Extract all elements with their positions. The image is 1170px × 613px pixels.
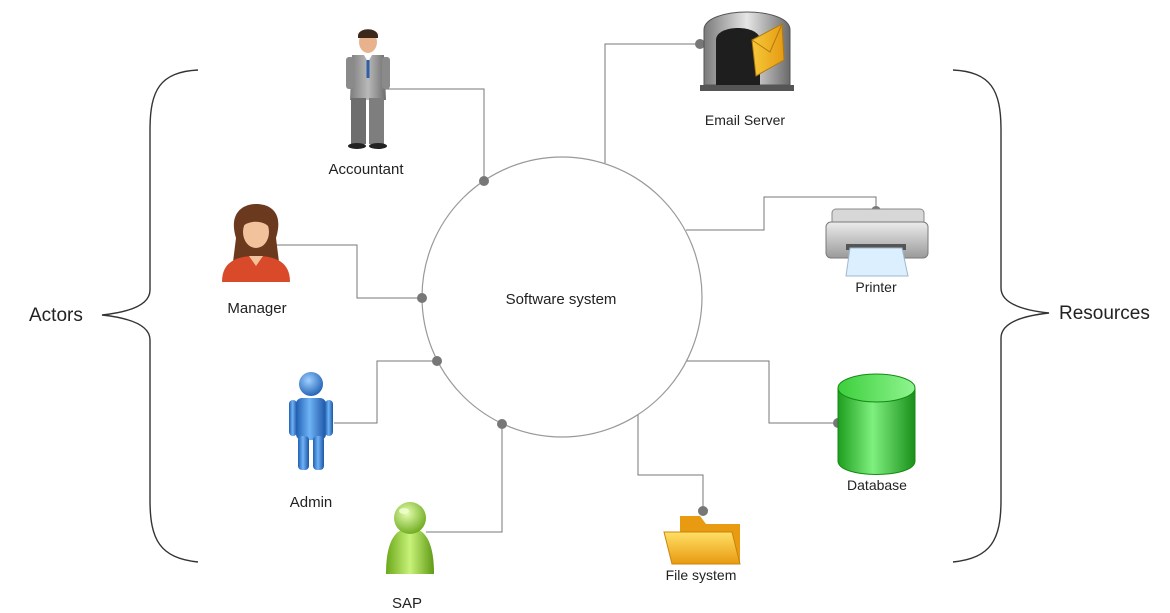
connector-accountant — [382, 88, 485, 181]
connector-database — [686, 360, 838, 424]
connector-file-system — [637, 414, 704, 511]
email-server-icon[interactable] — [700, 11, 794, 91]
connector-email-server — [604, 43, 700, 163]
actors-group-label: Actors — [29, 305, 83, 326]
file-system-icon[interactable] — [663, 516, 741, 565]
admin-label: Admin — [290, 494, 333, 511]
actors-brace — [101, 69, 199, 563]
file-system-label: File system — [666, 567, 737, 583]
port-accountant — [479, 176, 489, 186]
port-manager — [417, 293, 427, 303]
admin-icon[interactable] — [289, 372, 333, 470]
email-server-label: Email Server — [705, 112, 785, 128]
connector-printer — [686, 196, 877, 231]
accountant-label: Accountant — [328, 161, 404, 178]
software-system-label: Software system — [506, 291, 617, 308]
resources-group-label: Resources — [1059, 303, 1150, 324]
resources-brace — [952, 69, 1050, 563]
manager-label: Manager — [227, 300, 286, 317]
connector-admin — [334, 360, 437, 424]
port-admin — [432, 356, 442, 366]
connector-sap — [426, 424, 503, 533]
port-sap — [497, 419, 507, 429]
connector-manager — [272, 244, 422, 299]
database-icon[interactable] — [837, 373, 916, 475]
sap-label: SAP — [392, 595, 422, 612]
connectors — [272, 43, 877, 533]
printer-icon[interactable] — [825, 208, 929, 277]
sap-icon[interactable] — [386, 502, 434, 574]
manager-icon[interactable] — [222, 204, 290, 282]
accountant-icon[interactable] — [346, 29, 390, 149]
port-file-system — [698, 506, 708, 516]
port-email-server — [695, 39, 705, 49]
printer-label: Printer — [855, 279, 897, 295]
database-label: Database — [847, 477, 907, 493]
